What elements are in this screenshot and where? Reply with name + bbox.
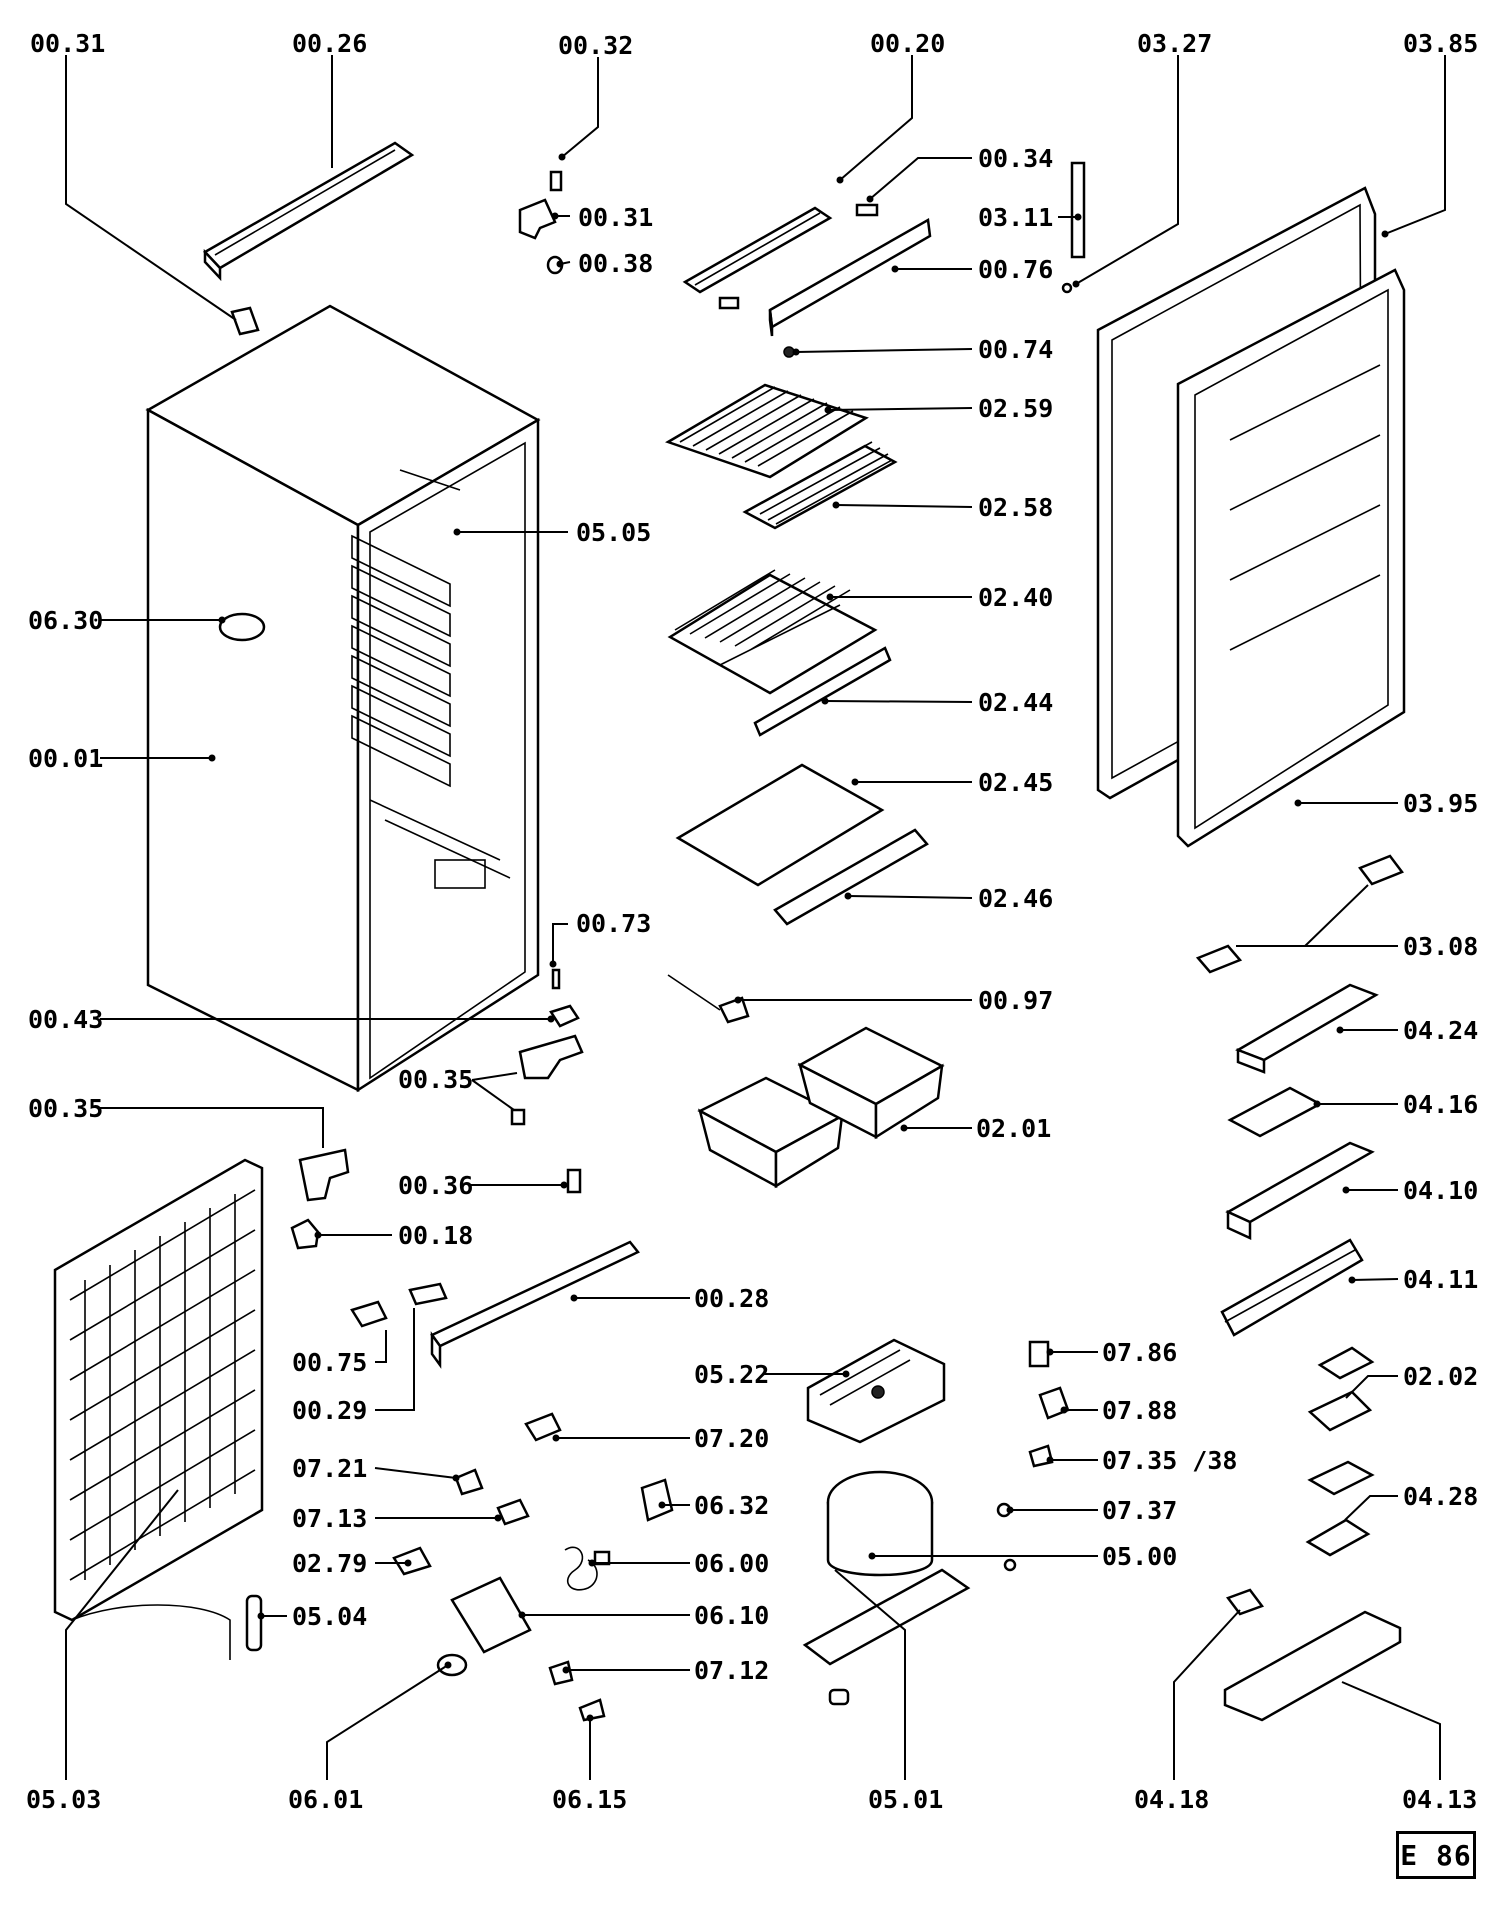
part-label: 04.24	[1403, 1016, 1478, 1045]
part-label: 07.86	[1102, 1338, 1177, 1367]
part-label: 00.36	[398, 1171, 473, 1200]
crisper-bins	[697, 1026, 945, 1189]
part-label: 00.38	[578, 249, 653, 278]
part-label: 07.88	[1102, 1396, 1177, 1425]
part-label: 00.35	[28, 1094, 103, 1123]
part-label: 04.13	[1402, 1785, 1477, 1814]
leader-dots	[208, 153, 1389, 1722]
part-label: 00.76	[978, 255, 1053, 284]
part-label: 07.20	[694, 1424, 769, 1453]
part-label: 00.75	[292, 1348, 367, 1377]
part-label: 02.02	[1403, 1362, 1478, 1391]
part-label: 03.85	[1403, 29, 1478, 58]
part-label: 05.00	[1102, 1542, 1177, 1571]
part-label: 02.40	[978, 583, 1053, 612]
part-label: 05.01	[868, 1785, 943, 1814]
part-label: 07.12	[694, 1656, 769, 1685]
part-label: 00.28	[694, 1284, 769, 1313]
wire-shelf-lower	[667, 569, 878, 695]
part-label: 07.37	[1102, 1496, 1177, 1525]
part-label: 02.46	[978, 884, 1053, 913]
part-label: 04.28	[1403, 1482, 1478, 1511]
part-label: 00.29	[292, 1396, 367, 1425]
part-label: 02.45	[978, 768, 1053, 797]
part-label: 00.74	[978, 335, 1053, 364]
part-label: 06.32	[694, 1491, 769, 1520]
diagram-code-box: E 86	[1396, 1831, 1476, 1879]
part-label: 02.01	[976, 1114, 1051, 1143]
part-label: 03.11	[978, 203, 1053, 232]
part-label: 00.97	[978, 986, 1053, 1015]
part-label: 06.00	[694, 1549, 769, 1578]
cabinet-body	[145, 304, 541, 1093]
grille	[742, 441, 898, 530]
part-label: 02.58	[978, 493, 1053, 522]
part-label: 03.95	[1403, 789, 1478, 818]
condenser-coil	[53, 1158, 264, 1660]
top-trim	[203, 141, 415, 282]
part-label: 02.79	[292, 1549, 367, 1578]
part-illustrations	[53, 141, 1406, 1722]
part-label: 00.31	[30, 29, 105, 58]
part-label: 00.18	[398, 1221, 473, 1250]
part-label: 00.32	[558, 31, 633, 60]
part-label: 06.01	[288, 1785, 363, 1814]
part-label: 00.35	[398, 1065, 473, 1094]
part-label: 04.16	[1403, 1090, 1478, 1119]
part-label: 00.34	[978, 144, 1053, 173]
part-label: 00.73	[576, 909, 651, 938]
part-label: 03.08	[1403, 932, 1478, 961]
part-label: 05.03	[26, 1785, 101, 1814]
part-label: 04.10	[1403, 1176, 1478, 1205]
compressor	[826, 1470, 934, 1577]
part-label: 07.13	[292, 1504, 367, 1533]
leader-lines	[65, 55, 1446, 1780]
part-label: 02.44	[978, 688, 1053, 717]
part-label: 04.11	[1403, 1265, 1478, 1294]
part-label: 07.21	[292, 1454, 367, 1483]
part-label: 05.04	[292, 1602, 367, 1631]
part-label: 00.43	[28, 1005, 103, 1034]
part-label: 00.01	[28, 744, 103, 773]
wire-shelf-upper	[665, 383, 869, 479]
part-label: 06.10	[694, 1601, 769, 1630]
part-label: 02.59	[978, 394, 1053, 423]
inner-door-liner	[1176, 268, 1406, 848]
part-label: 05.05	[576, 518, 651, 547]
part-label: 00.26	[292, 29, 367, 58]
part-label: 04.18	[1134, 1785, 1209, 1814]
part-label: 06.30	[28, 606, 103, 635]
part-labels: 00.31 00.26 00.32 00.20 03.27 03.85 00.3…	[26, 29, 1478, 1814]
part-label: 00.31	[578, 203, 653, 232]
part-label: 03.27	[1137, 29, 1212, 58]
part-label: 07.35 /38	[1102, 1446, 1237, 1475]
part-label: 05.22	[694, 1360, 769, 1389]
part-label: 00.20	[870, 29, 945, 58]
part-label: 06.15	[552, 1785, 627, 1814]
